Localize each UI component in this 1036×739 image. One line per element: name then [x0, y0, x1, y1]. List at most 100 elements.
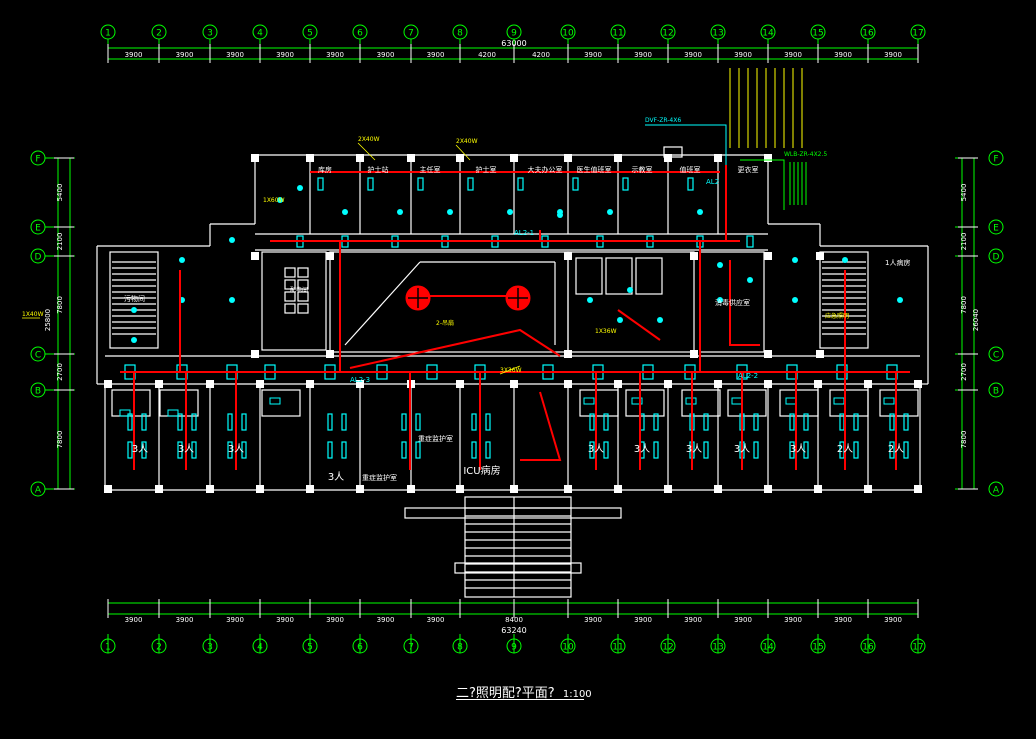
fluorescent-lamp-icon: [572, 177, 579, 191]
row-axis-label: D: [993, 253, 1000, 263]
fluorescent-lamp-icon: [141, 441, 147, 459]
ward-bed-label: 3人: [178, 443, 194, 455]
downlight-icon: [557, 209, 563, 215]
ward-bathroom: [159, 389, 199, 417]
north-room-label: 大夫办公室: [528, 165, 563, 174]
structural-column: [251, 154, 259, 162]
elevator-shaft: [635, 257, 663, 295]
row-axis-bubble: [988, 219, 1004, 235]
emergency-note: 应急照明: [825, 312, 849, 320]
fluorescent-lamp-icon: [191, 413, 197, 431]
bottom-dimension-label: 3900: [125, 616, 143, 624]
structural-column: [456, 154, 464, 162]
top-dimension-label: 3900: [884, 51, 902, 59]
ward-bathroom: [681, 389, 721, 417]
structural-column: [564, 380, 572, 388]
top-dimension-label: 4200: [532, 51, 550, 59]
downlight-icon: [297, 185, 303, 191]
structural-column: [714, 485, 722, 493]
fluorescent-lamp-icon: [177, 441, 183, 459]
icu-side-label: 重症监护室: [418, 434, 453, 443]
row-axis-label: E: [35, 224, 41, 234]
right-dimension-label: 7800: [960, 296, 968, 314]
top-dimension-label: 3900: [276, 51, 294, 59]
downlight-icon: [131, 307, 137, 313]
panel-leader: [645, 124, 727, 165]
icu-bed-label: 3人: [328, 471, 344, 483]
downlight-icon: [507, 209, 513, 215]
structural-column: [814, 485, 822, 493]
downlight-icon: [717, 262, 723, 268]
fluorescent-lamp-icon: [227, 441, 233, 459]
right-dimension-label: 5400: [960, 184, 968, 202]
icu-room-label: 重症监护室: [362, 473, 397, 482]
row-axis-label: F: [35, 155, 40, 165]
structural-column: [814, 380, 822, 388]
downlight-icon: [397, 209, 403, 215]
fluorescent-lamp-icon: [589, 413, 595, 431]
sterilization-room-label: 消毒供应室: [715, 298, 750, 307]
structural-column: [614, 380, 622, 388]
structural-column: [764, 380, 772, 388]
fluorescent-lamp-icon: [241, 413, 247, 431]
top-dimension-label: 3900: [784, 51, 802, 59]
structural-column: [306, 154, 314, 162]
ward-bathroom: [779, 389, 819, 417]
downlight-icon: [617, 317, 623, 323]
equipment-box: [284, 267, 296, 278]
bottom-dimension-label: 3900: [276, 616, 294, 624]
top-dimension-label: 3900: [427, 51, 445, 59]
structural-column: [914, 485, 922, 493]
structural-column: [764, 485, 772, 493]
fluorescent-lamp-icon: [317, 177, 324, 191]
column-axis-label: 17: [912, 29, 923, 39]
bottom-dimension-label: 3900: [734, 616, 752, 624]
structural-column: [256, 485, 264, 493]
panel-leader-green: [740, 159, 785, 210]
drawing-scale: 1:100: [562, 689, 592, 700]
roof-shaft: [663, 146, 683, 158]
structural-column: [356, 154, 364, 162]
downlight-icon: [179, 257, 185, 263]
fluorescent-lamp-icon: [746, 235, 754, 248]
row-axis-bubble: [988, 150, 1004, 166]
title-underline: [456, 699, 584, 700]
stair-west: [109, 251, 159, 349]
equipment-box: [297, 279, 309, 290]
structural-column: [714, 380, 722, 388]
fluorescent-lamp-icon: [401, 413, 407, 431]
fluorescent-lamp-icon: [191, 441, 197, 459]
ward-bathroom: [261, 389, 301, 417]
feeder-label: DVF-ZR-4X6: [645, 117, 681, 124]
top-dimension-label: 3900: [226, 51, 244, 59]
top-dimension-label: 3900: [734, 51, 752, 59]
fluorescent-lamp-icon: [603, 441, 609, 459]
structural-column: [206, 485, 214, 493]
bottom-dimension-label: 3900: [584, 616, 602, 624]
single-room-label: 1人病房: [885, 258, 910, 267]
structural-column: [356, 380, 364, 388]
column-axis-label: 3: [207, 29, 213, 39]
switch-icon: [731, 397, 743, 405]
distribution-room-label: 配电间: [290, 286, 308, 294]
row-axis-label: C: [35, 351, 41, 361]
top-dimension-label: 3900: [176, 51, 194, 59]
row-axis-label: D: [35, 253, 42, 263]
column-axis-label: 14: [762, 29, 774, 39]
structural-column: [510, 485, 518, 493]
equipment-box: [284, 279, 296, 290]
downlight-icon: [792, 297, 798, 303]
row-axis-bubble: [988, 346, 1004, 362]
elevator-shaft: [605, 257, 633, 295]
riser-label: WLB-ZR-4X2.5: [784, 151, 827, 158]
structural-column: [664, 485, 672, 493]
equipment-box: [284, 291, 296, 302]
fluorescent-lamp-icon: [889, 413, 895, 431]
north-room-label: 医生值班室: [577, 165, 612, 174]
structural-column: [155, 380, 163, 388]
fluorescent-lamp-icon: [803, 441, 809, 459]
switch-icon: [785, 397, 797, 405]
fluorescent-lamp-icon: [589, 441, 595, 459]
